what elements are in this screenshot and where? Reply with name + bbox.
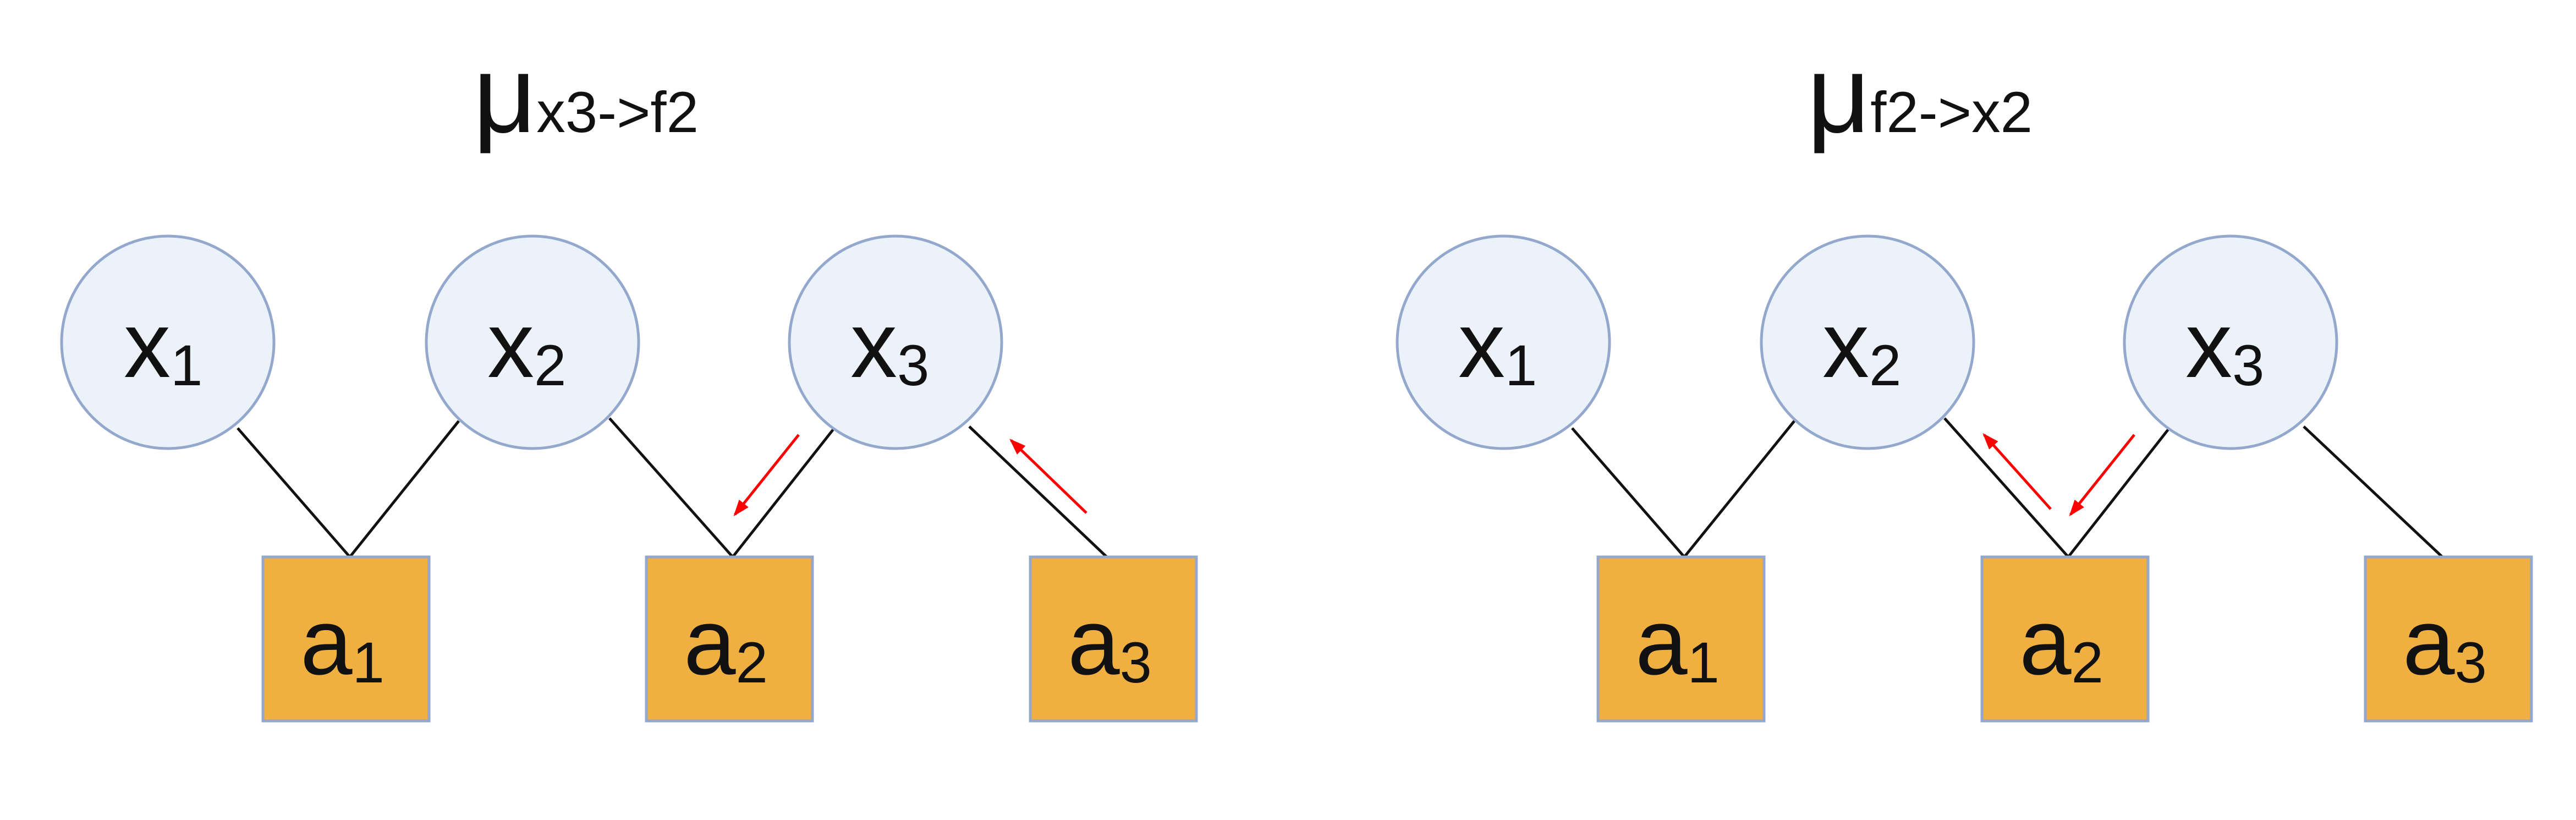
factor-label: a (1068, 590, 1120, 695)
variable-subscript: 2 (534, 334, 566, 398)
message-arrow-x3-to-a2 (2069, 434, 2135, 517)
variable-label: x (487, 293, 534, 397)
svg-text:a2: a2 (2019, 590, 2103, 695)
variable-label: x (124, 293, 171, 397)
factor-subscript: 2 (2072, 631, 2103, 695)
panel-left-title-symbol: μ (473, 33, 536, 156)
variable-label: x (1822, 293, 1869, 397)
panel-right-title-symbol: μ (1807, 33, 1870, 156)
edge-a1-x2 (349, 420, 460, 558)
factor-label: a (684, 590, 736, 695)
variable-node-x2: x2 (425, 234, 640, 450)
factor-label: a (1635, 590, 1688, 695)
variable-subscript: 1 (171, 334, 202, 398)
edge-x2-a2 (608, 417, 734, 558)
svg-text:a1: a1 (300, 590, 385, 695)
panel-right: μf2->x2 x1 x2 x3 a1 a2 (1396, 33, 2533, 723)
message-arrow-x3-to-a2 (733, 434, 800, 517)
svg-text:a3: a3 (2403, 590, 2487, 695)
svg-text:a3: a3 (1068, 590, 1152, 695)
message-arrow-a2-to-x2 (1982, 433, 2052, 510)
edge-a2-x3 (2067, 428, 2169, 558)
variable-node-x3: x3 (2123, 234, 2338, 450)
panel-right-title-subscript: f2->x2 (1870, 80, 2033, 145)
factor-subscript: 1 (1688, 631, 1720, 695)
factor-node-a2: a2 (1980, 555, 2150, 723)
edge-x1-a1 (1571, 427, 1685, 558)
factor-subscript: 3 (1120, 631, 1152, 695)
variable-node-x2: x2 (1760, 234, 1975, 450)
variable-subscript: 2 (1869, 334, 1901, 398)
variable-subscript: 3 (2232, 334, 2264, 398)
svg-text:x2: x2 (487, 293, 566, 398)
variable-subscript: 3 (897, 334, 929, 398)
edge-x3-a3 (968, 425, 1108, 558)
variable-node-x3: x3 (788, 234, 1003, 450)
variable-node-x1: x1 (60, 234, 276, 450)
factor-node-a2: a2 (645, 555, 814, 723)
factor-label: a (2019, 590, 2072, 695)
edge-a2-x3 (732, 428, 834, 558)
factor-node-a3: a3 (2364, 555, 2533, 723)
message-arrow-a3-to-x3 (1009, 439, 1087, 514)
svg-text:x2: x2 (1822, 293, 1901, 398)
variable-subscript: 1 (1505, 334, 1537, 398)
factor-node-a3: a3 (1029, 555, 1198, 723)
factor-node-a1: a1 (261, 555, 431, 723)
panel-right-title: μf2->x2 (1807, 33, 2033, 156)
variable-label: x (1458, 293, 1505, 397)
edge-x2-a2 (1943, 417, 2069, 558)
factor-label: a (300, 590, 353, 695)
svg-text:x3: x3 (2185, 293, 2264, 398)
variable-label: x (2185, 293, 2232, 397)
svg-text:a1: a1 (1635, 590, 1720, 695)
svg-text:x3: x3 (850, 293, 929, 398)
factor-subscript: 1 (353, 631, 385, 695)
svg-text:a2: a2 (684, 590, 768, 695)
variable-label: x (850, 293, 897, 397)
svg-text:x1: x1 (1458, 293, 1537, 398)
factor-subscript: 3 (2455, 631, 2487, 695)
panel-left-title-subscript: x3->f2 (536, 80, 699, 145)
factor-subscript: 2 (736, 631, 768, 695)
panel-left: μx3->f2 x1 x2 x3 a1 a2 (60, 33, 1198, 723)
variable-node-x1: x1 (1396, 234, 1611, 450)
svg-text:x1: x1 (124, 293, 202, 398)
factor-node-a1: a1 (1596, 555, 1766, 723)
edge-x1-a1 (237, 427, 351, 558)
edge-a1-x2 (1683, 420, 1795, 558)
edge-x3-a3 (2303, 425, 2443, 558)
panel-left-title: μx3->f2 (473, 33, 699, 156)
factor-label: a (2403, 590, 2455, 695)
